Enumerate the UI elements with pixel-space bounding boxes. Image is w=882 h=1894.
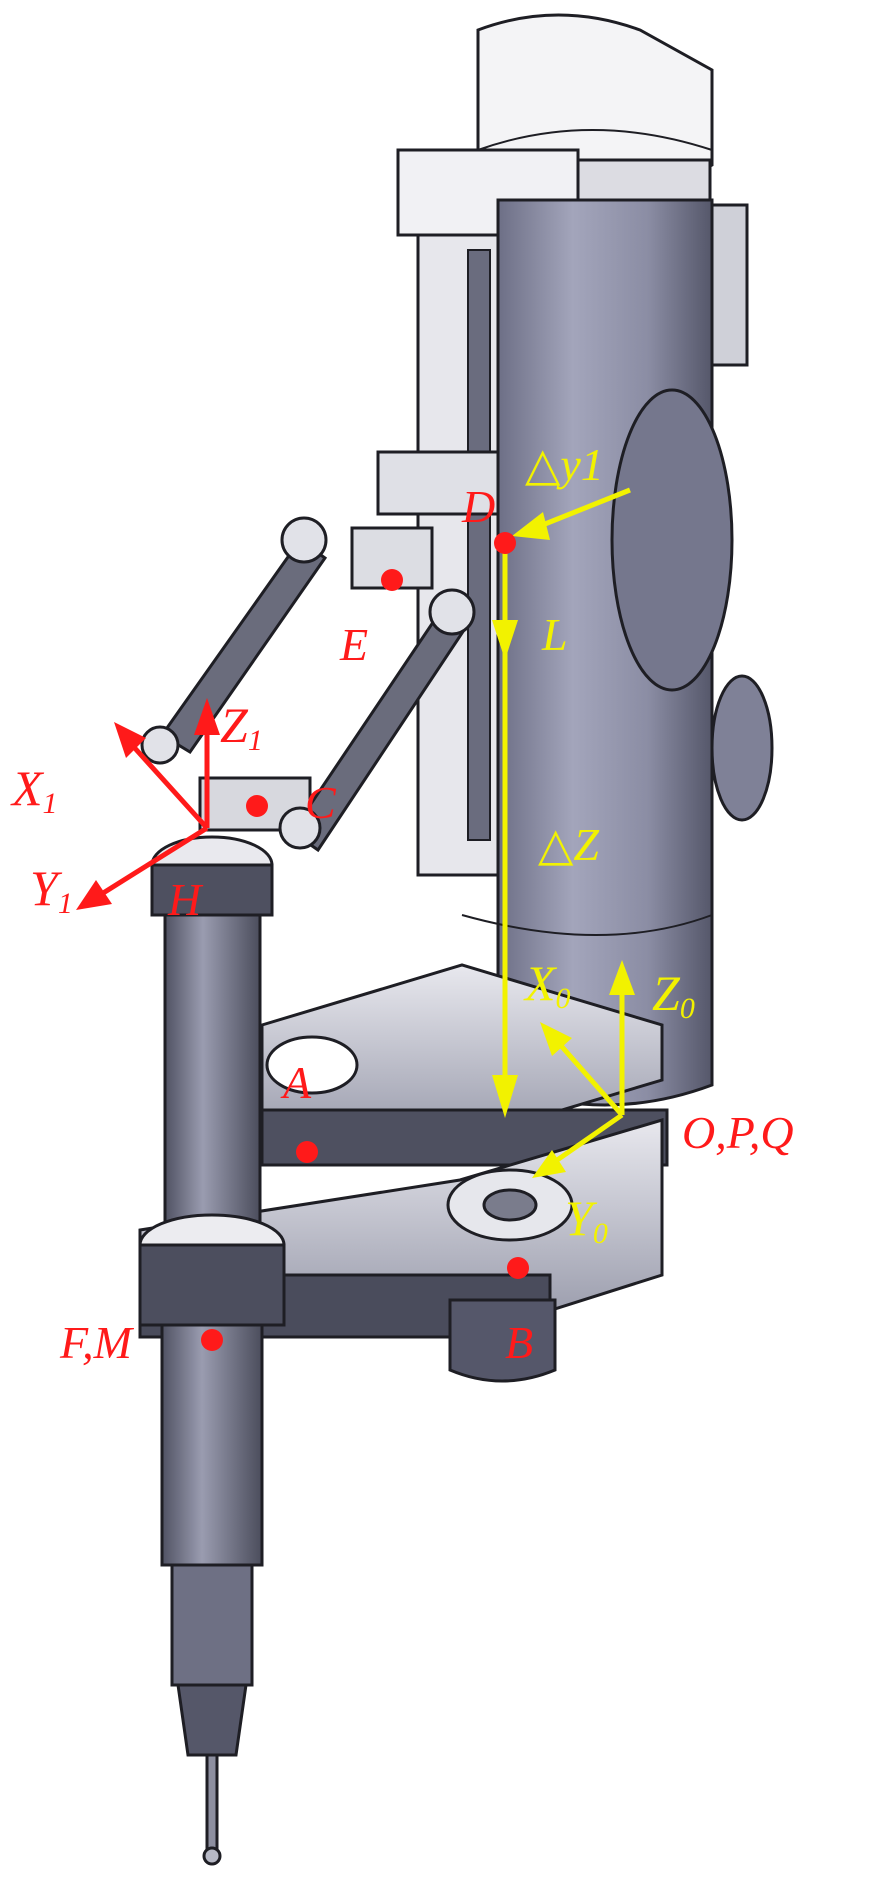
label-Z1: Z1 — [220, 697, 263, 757]
motor-cap-rim — [477, 129, 713, 151]
label-Y0: Y0 — [565, 1190, 608, 1250]
dZ-arrowhead — [492, 1075, 518, 1118]
dy1-arrowhead — [512, 512, 550, 540]
pivot-upper-left — [280, 516, 328, 564]
red-annotations — [76, 532, 529, 1351]
labels: D E C H A B F,M O,P,Q X1 Y1 Z1 △y1 L △Z … — [10, 439, 794, 1368]
label-D: D — [461, 481, 495, 532]
side-port — [610, 388, 734, 692]
spindle-nose — [170, 1563, 254, 1687]
frame1-Y-arrowhead — [76, 880, 112, 910]
label-Y1: Y1 — [30, 860, 73, 920]
frame1-Z-arrowhead — [194, 698, 220, 735]
spindle-tip — [176, 1683, 248, 1757]
point-C-dot — [246, 795, 268, 817]
point-FM-dot — [201, 1329, 223, 1351]
label-A: A — [280, 1057, 312, 1108]
frame0-Z-arrowhead — [609, 960, 635, 995]
frame1-X-arrowhead — [114, 722, 146, 758]
label-E: E — [339, 619, 368, 670]
frame0-X-arrowhead — [540, 1022, 572, 1056]
label-B: B — [505, 1317, 533, 1368]
label-C: C — [305, 777, 337, 828]
link-upper — [159, 537, 328, 755]
point-B-dot — [507, 1257, 529, 1279]
spindle — [160, 1323, 264, 1567]
pivot-C-left — [140, 725, 180, 765]
point-A-dot — [296, 1141, 318, 1163]
yellow-annotations — [492, 487, 635, 1178]
dy1-arrow-shaft — [534, 487, 631, 531]
frame0-Y-axis — [548, 1112, 624, 1168]
linear-rail-slot — [467, 249, 491, 841]
side-boss — [710, 674, 774, 822]
frame1-Y-axis — [98, 825, 209, 898]
point-D-dot — [494, 532, 516, 554]
hole-A — [265, 1035, 359, 1095]
label-Z0: Z0 — [652, 965, 695, 1025]
side-bracket — [710, 203, 749, 367]
label-FM: F,M — [59, 1317, 135, 1368]
frame1-X-axis — [130, 743, 209, 830]
probe-ball — [202, 1846, 222, 1866]
label-dZ: △Z — [538, 819, 599, 870]
frame0-X-axis — [554, 1038, 624, 1117]
pivot-C-right — [278, 806, 322, 850]
frame0-Y-arrowhead — [532, 1150, 566, 1178]
label-X0: X0 — [523, 955, 571, 1015]
label-X1: X1 — [10, 760, 58, 820]
machine-body — [138, 13, 774, 1866]
joint-B-boss — [448, 1298, 557, 1383]
link-mechanism — [140, 516, 476, 853]
pivot-E-right — [428, 588, 476, 636]
joint-O-bearing — [482, 1188, 538, 1222]
L-arrowhead — [492, 620, 518, 660]
cylinder-band — [461, 914, 713, 936]
label-OPQ: O,P,Q — [682, 1107, 794, 1158]
label-dy1: △y1 — [525, 439, 604, 490]
probe-stylus — [205, 1753, 219, 1852]
vertical-column — [163, 913, 262, 1247]
column-top-ring — [150, 863, 274, 917]
label-H: H — [167, 874, 204, 925]
point-E-dot — [381, 569, 403, 591]
label-L: L — [541, 609, 568, 660]
column-collar-ring — [138, 1243, 286, 1327]
